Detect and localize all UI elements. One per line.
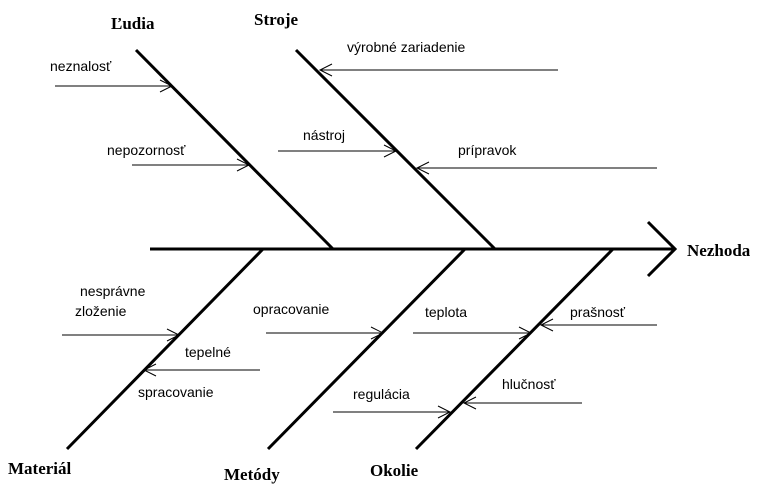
cause-label-vyrobne-zariadenie: výrobné zariadenie bbox=[347, 39, 466, 55]
spine-arrowhead bbox=[646, 220, 678, 278]
cause-label-prasnost: prašnosť bbox=[570, 304, 626, 320]
cause-arrow-nepozornost bbox=[132, 158, 251, 172]
cause-arrow-teplota bbox=[413, 326, 533, 340]
cause-label-nastroj: nástroj bbox=[303, 127, 345, 143]
cause-arrow-nastroj bbox=[278, 144, 398, 158]
cause-arrow-vyrobne-zariadenie bbox=[318, 63, 558, 77]
category-label-okolie: Okolie bbox=[370, 461, 419, 480]
bone-ludia bbox=[134, 48, 335, 251]
cause-arrow-nespravne-zlozenie bbox=[62, 328, 181, 342]
cause-label-teplota: teplota bbox=[425, 304, 467, 320]
bone-stroje bbox=[294, 48, 497, 251]
cause-label-tepelne: tepelné bbox=[185, 344, 231, 360]
category-label-ludia: Ľudia bbox=[111, 14, 155, 33]
cause-label-opracovanie: opracovanie bbox=[253, 301, 329, 317]
cause-label-neznalost: neznalosť bbox=[50, 58, 112, 74]
cause-arrow-opracovanie bbox=[266, 326, 385, 340]
bone-material bbox=[65, 247, 265, 451]
bone-okolie bbox=[414, 247, 615, 451]
cause-label-pripravok: prípravok bbox=[458, 142, 517, 158]
cause-label-nespravne: nesprávne bbox=[80, 283, 146, 299]
cause-label-zlozenie: zloženie bbox=[75, 303, 127, 319]
category-label-material: Materiál bbox=[8, 459, 72, 478]
cause-arrow-tepelne-spracovanie bbox=[142, 363, 260, 377]
cause-arrow-neznalost bbox=[55, 79, 174, 93]
cause-arrow-prasnost bbox=[539, 318, 657, 332]
cause-label-regulacia: regulácia bbox=[353, 386, 410, 402]
bone-metody bbox=[266, 247, 467, 451]
cause-arrow-hlucnost bbox=[462, 396, 582, 410]
cause-label-nepozornost: nepozornosť bbox=[107, 142, 186, 158]
category-label-metody: Metódy bbox=[224, 465, 280, 484]
effect-label: Nezhoda bbox=[687, 241, 751, 260]
category-label-stroje: Stroje bbox=[254, 10, 299, 29]
cause-label-spracovanie: spracovanie bbox=[138, 384, 214, 400]
cause-arrow-regulacia bbox=[333, 405, 452, 419]
cause-arrow-pripravok bbox=[415, 161, 657, 175]
cause-label-hlucnost: hlučnosť bbox=[502, 376, 556, 392]
